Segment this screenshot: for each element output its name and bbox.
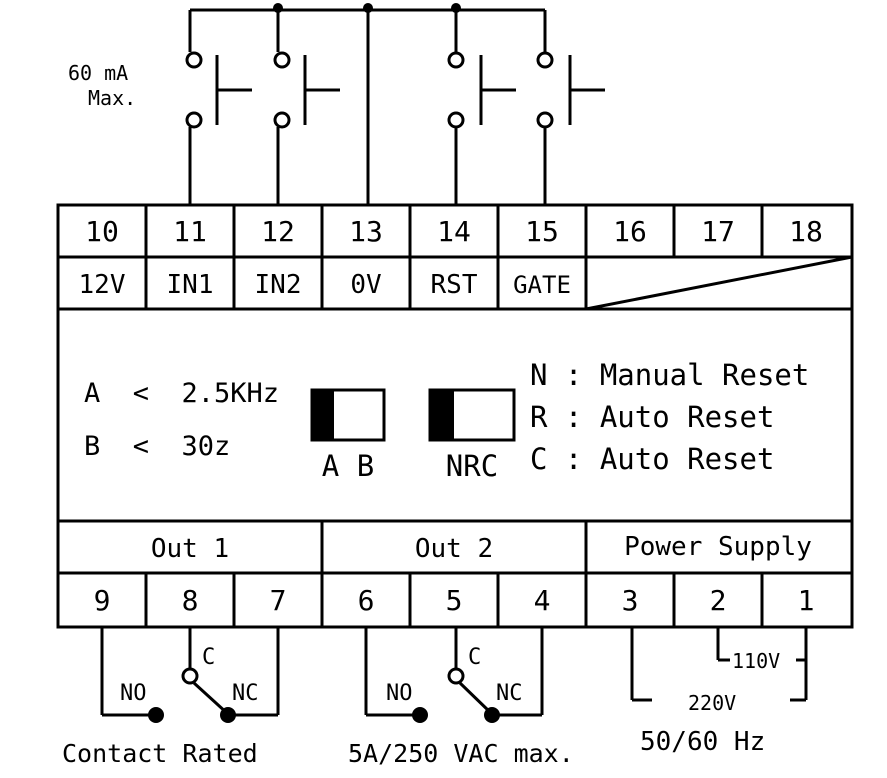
common-terminal-icon — [181, 667, 199, 685]
group-power-supply: Power Supply — [624, 532, 812, 562]
no-contact-dot-icon — [412, 707, 428, 723]
rating-right: 5A/250 VAC max. — [348, 739, 574, 768]
terminal-label: 0V — [350, 270, 381, 300]
contact-terminal-icon — [185, 51, 203, 69]
terminal-number: 1 — [798, 584, 815, 617]
terminal-label: IN2 — [255, 270, 302, 300]
terminal-number: 18 — [789, 215, 823, 248]
contact-terminal-icon — [447, 51, 465, 69]
contact-terminal-icon — [273, 51, 291, 69]
current-note-line1: 60 mA — [68, 61, 128, 85]
contact-terminal-icon — [536, 111, 554, 129]
voltage-220-label: 220V — [688, 691, 736, 715]
contact-terminal-icon — [185, 111, 203, 129]
switch-nrc-knob — [430, 390, 454, 440]
terminal-number: 15 — [525, 215, 559, 248]
junction-dot-icon — [273, 3, 283, 13]
switch-nrc-label: NRC — [446, 449, 498, 483]
reset-mode-c: C : Auto Reset — [530, 442, 774, 476]
contact-terminal-icon — [447, 111, 465, 129]
group-out2: Out 2 — [415, 534, 493, 564]
contact-terminal-icon — [273, 111, 291, 129]
out1-nc-label: NC — [232, 681, 259, 706]
switch-ab-label: A B — [322, 449, 374, 483]
group-out1: Out 1 — [151, 534, 229, 564]
terminal-number: 8 — [182, 584, 199, 617]
nc-contact-dot-icon — [484, 707, 500, 723]
terminal-number: 9 — [94, 584, 111, 617]
common-terminal-icon — [447, 667, 465, 685]
out2-no-label: NO — [386, 681, 413, 706]
frequency-label: 50/60 Hz — [640, 727, 765, 757]
terminal-number: 12 — [261, 215, 295, 248]
contact-terminal-icon — [536, 51, 554, 69]
input-wiring — [185, 8, 605, 205]
no-contact-dot-icon — [148, 707, 164, 723]
voltage-110-label: 110V — [732, 649, 780, 673]
frequency-b: B < 30z — [84, 431, 230, 462]
rating-left: Contact Rated — [62, 739, 258, 768]
terminal-number: 4 — [534, 584, 551, 617]
out2-common-label: C — [468, 645, 481, 670]
terminal-number: 6 — [358, 584, 375, 617]
terminal-number: 11 — [173, 215, 207, 248]
terminal-label: RST — [431, 270, 478, 300]
terminal-number: 2 — [710, 584, 727, 617]
terminal-label: 12V — [79, 270, 126, 300]
unused-label-strike — [585, 255, 853, 311]
frequency-a: A < 2.5KHz — [84, 378, 279, 409]
terminal-label: IN1 — [167, 270, 214, 300]
nc-contact-dot-icon — [220, 707, 236, 723]
reset-mode-r: R : Auto Reset — [530, 400, 774, 434]
terminal-number: 14 — [437, 215, 471, 248]
terminal-number: 13 — [349, 215, 383, 248]
terminal-number: 10 — [85, 215, 119, 248]
junction-dot-icon — [363, 3, 373, 13]
terminal-number: 17 — [701, 215, 735, 248]
terminal-number: 3 — [622, 584, 639, 617]
switch-ab-knob — [312, 390, 334, 440]
reset-mode-n: N : Manual Reset — [530, 358, 809, 392]
out2-nc-label: NC — [496, 681, 523, 706]
terminal-number: 16 — [613, 215, 647, 248]
out1-relay-wiring — [100, 627, 280, 717]
terminal-number: 7 — [270, 584, 287, 617]
junction-dot-icon — [451, 3, 461, 13]
power-wiring — [630, 627, 808, 702]
terminal-label: GATE — [513, 271, 571, 299]
terminal-number: 5 — [446, 584, 463, 617]
current-note-line2: Max. — [88, 86, 136, 110]
out1-common-label: C — [202, 645, 215, 670]
out2-relay-wiring — [364, 627, 544, 717]
out1-no-label: NO — [120, 681, 147, 706]
